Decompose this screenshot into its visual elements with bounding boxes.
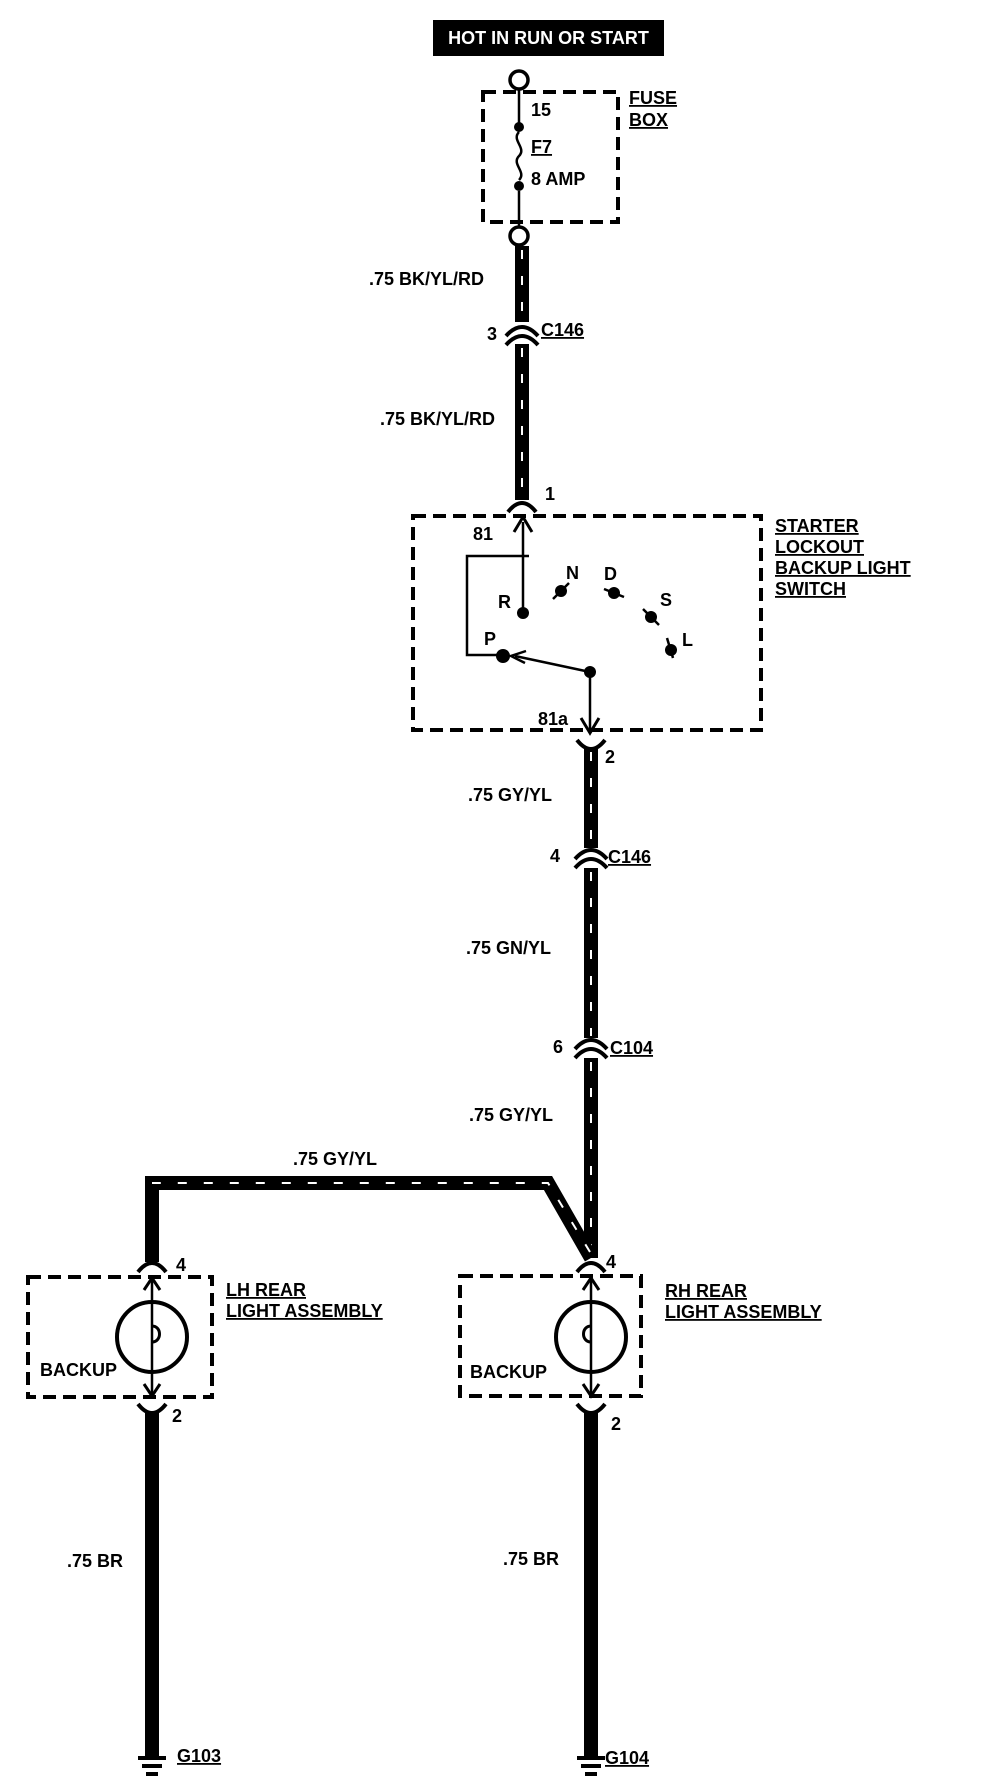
c146-lower-name: C146 <box>608 847 651 867</box>
lh-label-2: LIGHT ASSEMBLY <box>226 1301 383 1321</box>
switch-pin-1: 1 <box>545 484 555 504</box>
switch-top-connector: 1 <box>506 484 555 514</box>
switch-pos-r: R <box>498 592 511 612</box>
power-banner-text: HOT IN RUN OR START <box>448 28 649 48</box>
c104-name: C104 <box>610 1038 653 1058</box>
switch-pos-n: N <box>566 563 579 583</box>
fuse-rating: 8 AMP <box>531 169 585 189</box>
ground-icon <box>577 1756 605 1776</box>
switch-contact-p <box>496 649 510 663</box>
fuse-box-label-2: BOX <box>629 110 668 130</box>
switch-pin-2: 2 <box>605 747 615 767</box>
wire-label-c104-to-split: .75 GY/YL <box>469 1105 553 1125</box>
switch-terminal-81: 81 <box>473 524 493 544</box>
rh-label-1: RH REAR <box>665 1281 747 1301</box>
ground-g103-label: G103 <box>177 1746 221 1766</box>
wire-cross-to-lh: .75 GY/YL <box>145 1149 598 1262</box>
fuse-box-label-1: FUSE <box>629 88 677 108</box>
lh-rear-light-assembly: 4 BACKUP LH REAR LIGHT ASSEMBLY 2 <box>26 1255 383 1426</box>
switch-pos-s: S <box>660 590 672 610</box>
switch-label-2: LOCKOUT <box>775 537 864 557</box>
wire-label-lh-ground: .75 BR <box>67 1551 123 1571</box>
switch-pos-l: L <box>682 630 693 650</box>
switch-label-3: BACKUP LIGHT <box>775 558 911 578</box>
switch-pos-p: P <box>484 629 496 649</box>
switch-label-4: SWITCH <box>775 579 846 599</box>
c146-upper-pin: 3 <box>487 324 497 344</box>
wire-label-cross-to-lh: .75 GY/YL <box>293 1149 377 1169</box>
fuse-input-terminal <box>508 69 530 91</box>
switch-contact-r <box>517 607 529 619</box>
rh-bulb-label: BACKUP <box>470 1362 547 1382</box>
wire-fuse-to-switch: .75 BK/YL/RD .75 BK/YL/RD <box>369 246 529 500</box>
switch-outline <box>411 514 763 732</box>
wire-switch-to-lights: .75 GY/YL .75 GN/YL .75 GY/YL <box>466 748 598 1258</box>
fuse-output-terminal <box>508 225 530 247</box>
switch-terminal-81a: 81a <box>538 709 569 729</box>
rh-bulb-filament <box>582 1324 592 1344</box>
starter-lockout-switch: 81 R N D S L P 81a STARTER LOCKOUT BACKU <box>411 514 911 736</box>
c104-pin: 6 <box>553 1037 563 1057</box>
power-banner: HOT IN RUN OR START <box>433 20 664 56</box>
wire-label-fuse-to-c146: .75 BK/YL/RD <box>369 269 484 289</box>
fuse-pin-in: 15 <box>531 100 551 120</box>
rh-label-2: LIGHT ASSEMBLY <box>665 1302 822 1322</box>
lh-label-1: LH REAR <box>226 1280 306 1300</box>
switch-label-1: STARTER <box>775 516 859 536</box>
lh-pin-4: 4 <box>176 1255 186 1275</box>
ground-g103: G103 <box>138 1746 221 1776</box>
fuse-name: F7 <box>531 137 552 157</box>
rh-light-outline <box>458 1274 643 1398</box>
fuse-f7-symbol <box>515 131 523 181</box>
lh-bulb-label: BACKUP <box>40 1360 117 1380</box>
fuse-box: 15 F7 8 AMP FUSE BOX <box>481 69 677 247</box>
fuse-box-outline <box>481 90 620 224</box>
wire-label-switch-to-c146: .75 GY/YL <box>468 785 552 805</box>
lh-pin-2: 2 <box>172 1406 182 1426</box>
wire-lh-to-ground: .75 BR <box>67 1412 159 1756</box>
wire-label-c146-to-switch: .75 BK/YL/RD <box>380 409 495 429</box>
switch-pos-d: D <box>604 564 617 584</box>
wire-label-rh-ground: .75 BR <box>503 1549 559 1569</box>
connector-c146-lower: 4 C146 <box>550 846 651 870</box>
c146-upper-name: C146 <box>541 320 584 340</box>
rh-rear-light-assembly: 4 BACKUP RH REAR LIGHT ASSEMBLY 2 <box>458 1252 822 1434</box>
ground-g104-label: G104 <box>605 1748 649 1768</box>
lh-bulb-filament <box>151 1324 161 1344</box>
rh-pin-2: 2 <box>611 1414 621 1434</box>
connector-c146-upper: 3 C146 <box>487 320 584 347</box>
rh-pin-4: 4 <box>606 1252 616 1272</box>
wire-label-c146-to-c104: .75 GN/YL <box>466 938 551 958</box>
ground-g104: G104 <box>577 1748 649 1776</box>
wire-rh-to-ground: .75 BR <box>503 1412 598 1756</box>
ground-icon <box>138 1756 166 1776</box>
fuse-node-bottom <box>514 181 524 191</box>
lh-light-outline <box>26 1275 214 1399</box>
fuse-node-top <box>514 122 524 132</box>
connector-c104: 6 C104 <box>553 1037 653 1060</box>
c146-lower-pin: 4 <box>550 846 560 866</box>
